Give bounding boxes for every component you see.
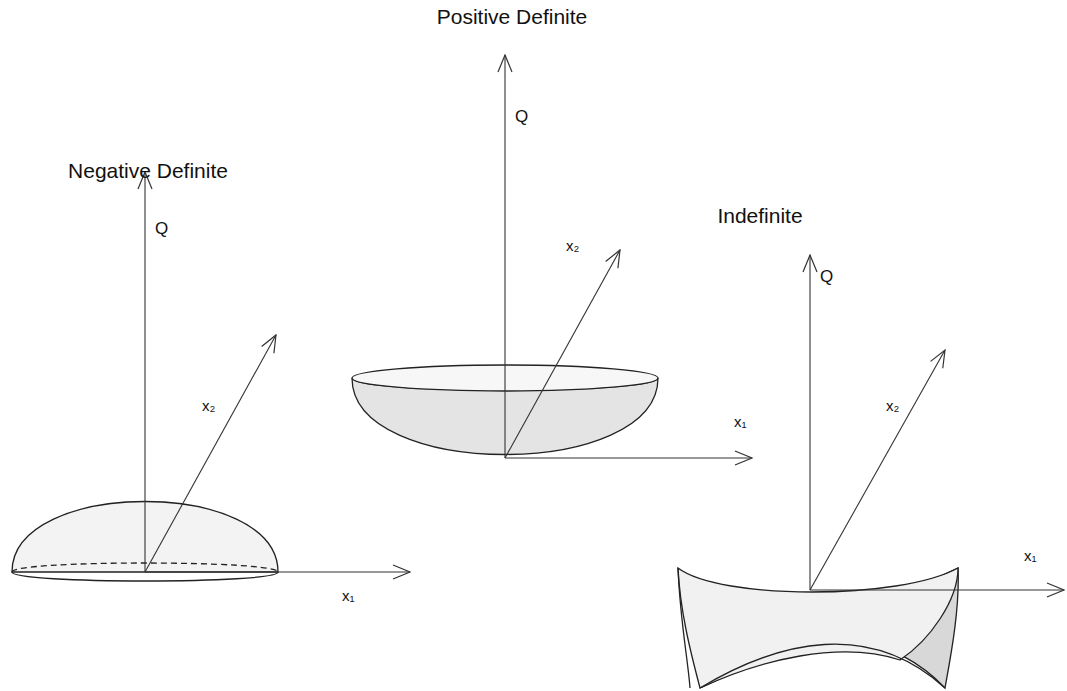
axis-label: x₁ <box>1024 548 1037 563</box>
axis-label: x₁ <box>734 414 747 429</box>
axis-label: Q <box>515 108 528 125</box>
axes <box>810 255 1064 590</box>
axis-label: x₂ <box>566 238 579 253</box>
axis-label: Q <box>820 268 833 285</box>
plot-title: Indefinite <box>717 205 802 226</box>
axis-label: x₁ <box>342 588 355 603</box>
plot-title: Negative Definite <box>68 160 228 181</box>
plot-title: Positive Definite <box>437 6 588 27</box>
axis-label: x₂ <box>886 398 899 413</box>
axis-label: x₂ <box>202 398 215 413</box>
axis-label: Q <box>155 220 168 237</box>
saddle-surface <box>678 568 958 688</box>
axes <box>505 55 752 458</box>
